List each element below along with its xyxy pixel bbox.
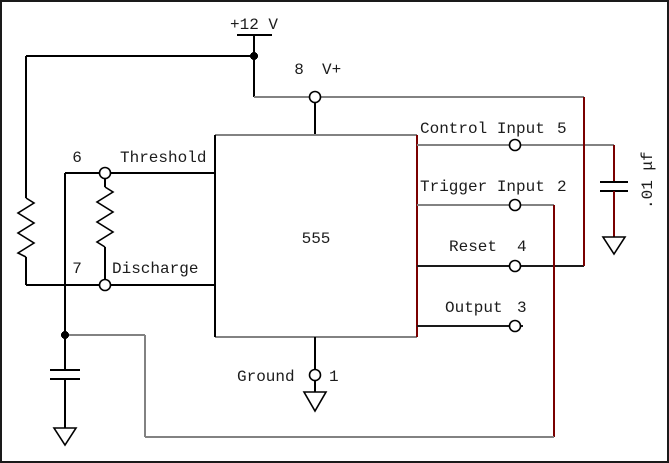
pin-terminal-5-control bbox=[508, 138, 522, 152]
wire-layer bbox=[16, 33, 628, 447]
pin-number-5: 5 bbox=[557, 120, 567, 138]
ground-symbol-left bbox=[52, 427, 78, 447]
pin-number-2: 2 bbox=[557, 178, 567, 196]
pin-label-ground: Ground bbox=[237, 368, 295, 386]
pin-terminal-6-threshold bbox=[98, 166, 112, 180]
pin-label-control: Control Input bbox=[420, 120, 545, 138]
pin-terminal-2-trigger bbox=[508, 198, 522, 212]
pin-number-6: 6 bbox=[72, 149, 82, 167]
resistor-r2 bbox=[95, 186, 115, 248]
pin-number-1: 1 bbox=[329, 368, 339, 386]
pin-number-3: 3 bbox=[517, 299, 527, 317]
power-label: +12 V bbox=[230, 16, 278, 34]
ground-symbol-bypass bbox=[601, 236, 627, 256]
pin-label-reset: Reset bbox=[449, 238, 497, 256]
junction-dot-power bbox=[250, 52, 258, 60]
pin-label-output: Output bbox=[445, 299, 503, 317]
pin-terminal-7-discharge bbox=[98, 278, 112, 292]
pin-terminal-3-output bbox=[508, 319, 522, 333]
chip-label: 555 bbox=[302, 230, 331, 248]
label-layer: +12 V 8 V+ 6 Threshold 7 Discharge 555 C… bbox=[72, 16, 657, 386]
pin-terminal-8-vplus bbox=[308, 90, 322, 104]
bypass-capacitor-value: .01 μf bbox=[639, 151, 657, 209]
pin-terminal-4-reset bbox=[508, 259, 522, 273]
pin-label-trigger: Trigger Input bbox=[420, 178, 545, 196]
pin-label-discharge: Discharge bbox=[112, 260, 198, 278]
pin-number-4: 4 bbox=[517, 238, 527, 256]
pin-label-threshold: Threshold bbox=[120, 149, 206, 167]
pin-terminal-1-ground bbox=[308, 368, 322, 382]
ground-symbol-pin1 bbox=[302, 391, 328, 413]
resistor-r1 bbox=[16, 197, 36, 258]
pin-label-vplus: V+ bbox=[322, 61, 341, 79]
pin-number-7: 7 bbox=[72, 260, 82, 278]
pin-number-8: 8 bbox=[294, 61, 304, 79]
junction-dot-capnode bbox=[61, 331, 69, 339]
